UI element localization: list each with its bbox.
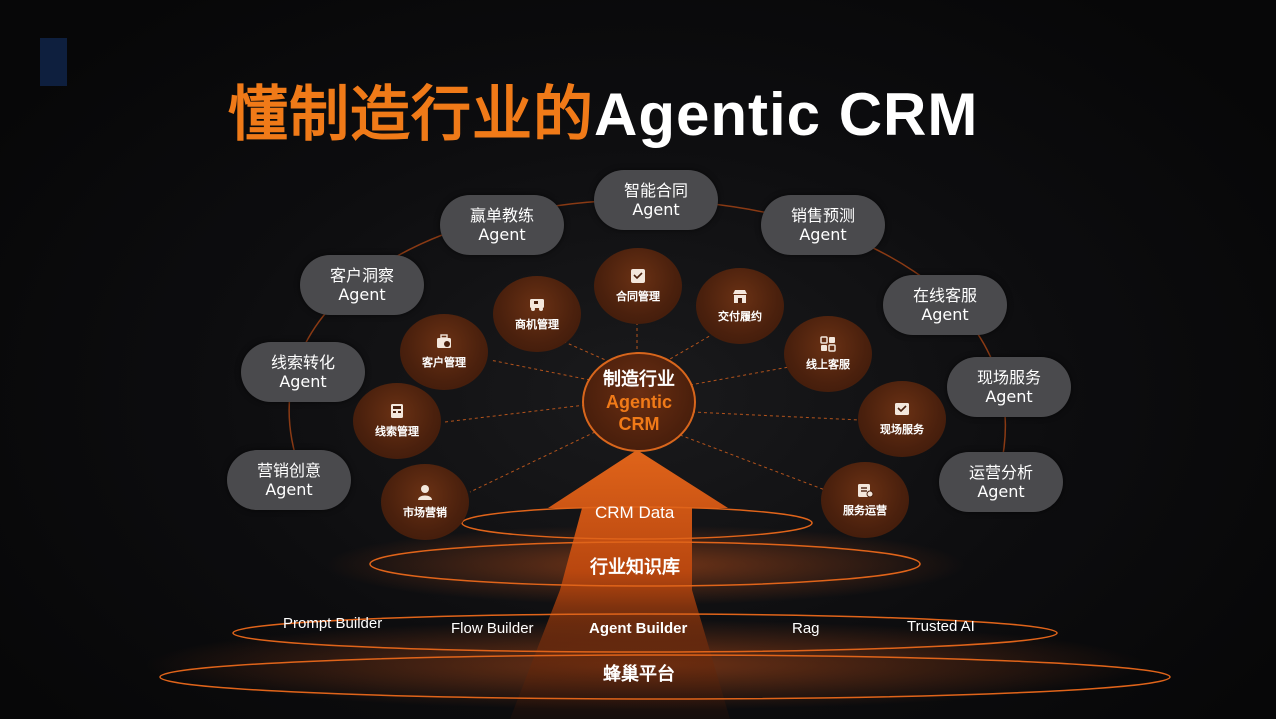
agent-win-coach[interactable]: 赢单教练 Agent xyxy=(440,195,564,255)
agent-sub: Agent xyxy=(985,387,1033,406)
agent-online-service[interactable]: 在线客服 Agent xyxy=(883,275,1007,335)
module-customer-mgmt[interactable]: 客户管理 xyxy=(400,314,488,390)
calculator-icon xyxy=(391,404,403,418)
ring-crm-data xyxy=(461,506,813,540)
agent-sub: Agent xyxy=(265,480,313,499)
agent-sub: Agent xyxy=(799,225,847,244)
center-hub[interactable]: 制造行业 Agentic CRM xyxy=(582,352,696,452)
module-opportunity-mgmt[interactable]: 商机管理 xyxy=(493,276,581,352)
label-rag[interactable]: Rag xyxy=(792,620,820,637)
truck-icon xyxy=(530,299,544,311)
agent-label: 线索转化 xyxy=(270,353,335,372)
spokes xyxy=(444,310,861,493)
clipboard-icon xyxy=(858,484,874,498)
module-label: 商机管理 xyxy=(515,318,559,331)
center-line3: CRM xyxy=(618,414,660,434)
agent-sub: Agent xyxy=(478,225,526,244)
module-label: 合同管理 xyxy=(616,290,660,303)
agent-label: 客户洞察 xyxy=(329,266,394,285)
module-delivery[interactable]: 交付履约 xyxy=(696,268,784,344)
module-label: 线上客服 xyxy=(806,358,850,371)
store-icon xyxy=(733,290,747,303)
module-online-cs[interactable]: 线上客服 xyxy=(784,316,872,392)
label-prompt-builder[interactable]: Prompt Builder xyxy=(283,615,383,632)
agent-sub: Agent xyxy=(338,285,386,304)
agent-label: 销售预测 xyxy=(790,206,855,225)
agent-sub: Agent xyxy=(279,372,327,391)
agent-label: 运营分析 xyxy=(968,463,1033,482)
module-label: 线索管理 xyxy=(375,425,419,438)
agent-sub: Agent xyxy=(921,305,969,324)
module-label: 现场服务 xyxy=(880,423,924,436)
center-line1: 制造行业 xyxy=(603,369,675,390)
agent-label: 智能合同 xyxy=(623,181,688,200)
agent-label: 赢单教练 xyxy=(469,206,534,225)
title-en: Agentic CRM xyxy=(594,81,979,148)
label-agent-builder[interactable]: Agent Builder xyxy=(589,620,688,637)
agent-sub: Agent xyxy=(632,200,680,219)
contract-icon xyxy=(631,269,645,283)
label-platform: 蜂巢平台 xyxy=(603,664,675,685)
module-field-svc[interactable]: 现场服务 xyxy=(858,381,946,457)
agent-contract[interactable]: 智能合同 Agent xyxy=(594,170,718,230)
page-title: 懂制造行业的Agentic CRM xyxy=(228,66,978,153)
corner-mark xyxy=(40,38,67,86)
label-crm-data: CRM Data xyxy=(595,503,675,522)
label-trusted-ai[interactable]: Trusted AI xyxy=(907,618,975,635)
module-label: 服务运营 xyxy=(843,504,887,517)
agent-sub: Agent xyxy=(977,482,1025,501)
module-marketing[interactable]: 市场营销 xyxy=(381,464,469,540)
module-label: 交付履约 xyxy=(718,310,762,323)
agent-field-service[interactable]: 现场服务 Agent xyxy=(947,357,1071,417)
title-cn: 懂制造行业的 xyxy=(228,80,594,150)
agent-marketing-creative[interactable]: 营销创意 Agent xyxy=(227,450,351,510)
module-contract-mgmt[interactable]: 合同管理 xyxy=(594,248,682,324)
agent-label: 营销创意 xyxy=(256,461,321,480)
center-line2: Agentic xyxy=(605,392,672,412)
agent-customer-insight[interactable]: 客户洞察 Agent xyxy=(300,255,424,315)
ring-platform xyxy=(159,654,1171,700)
module-service-ops[interactable]: 服务运营 xyxy=(821,462,909,538)
agent-ops-analysis[interactable]: 运营分析 Agent xyxy=(939,452,1063,512)
label-knowledge-base: 行业知识库 xyxy=(590,557,680,578)
label-flow-builder[interactable]: Flow Builder xyxy=(451,620,534,637)
agent-sales-forecast[interactable]: 销售预测 Agent xyxy=(761,195,885,255)
module-label: 市场营销 xyxy=(403,506,447,519)
person-icon xyxy=(418,485,432,500)
module-lead-mgmt[interactable]: 线索管理 xyxy=(353,383,441,459)
agent-lead-conversion[interactable]: 线索转化 Agent xyxy=(241,342,365,402)
ring-knowledge xyxy=(369,541,921,587)
module-label: 客户管理 xyxy=(422,356,466,369)
box-icon xyxy=(895,403,909,415)
agent-label: 现场服务 xyxy=(976,368,1041,387)
grid-icon xyxy=(820,336,836,352)
ring-builders xyxy=(232,613,1058,653)
agent-label: 在线客服 xyxy=(912,286,977,305)
briefcase-icon xyxy=(437,334,451,348)
